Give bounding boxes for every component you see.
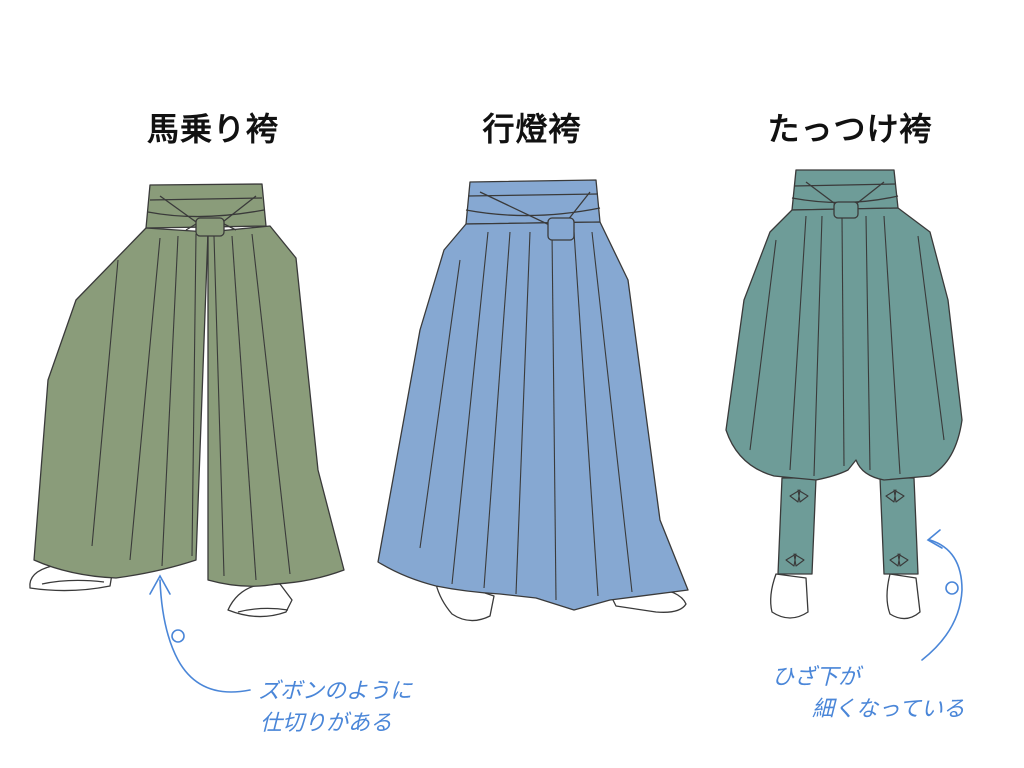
title-andon-hakama: 行燈袴	[482, 110, 582, 148]
annotation-tattsuke-line1: ひざ下が	[772, 665, 861, 690]
annotation-arrow-tattsuke	[921, 529, 963, 661]
annotation-umanori-line1: ズボンのように	[258, 679, 413, 704]
andon-skirt	[377, 221, 689, 611]
umanori-right-leg	[207, 225, 345, 587]
umanori-hakama-illustration	[29, 183, 345, 618]
annotation-umanori: ズボンのように 仕切りがある	[258, 676, 412, 740]
title-tattsuke-hakama: たっつけ袴	[767, 110, 933, 148]
annotation-arrow-umanori	[149, 574, 251, 693]
tattsuke-belt-knot	[833, 201, 859, 219]
tattsuke-upper-body	[725, 207, 963, 481]
tattsuke-left-foot	[770, 573, 809, 619]
tattsuke-hakama-illustration	[725, 169, 963, 620]
annotation-tattsuke-line2: 細くなっている	[812, 697, 965, 722]
title-umanori-hakama: 馬乗り袴	[146, 110, 279, 148]
andon-belt-knot	[547, 217, 575, 241]
andon-hakama-illustration	[377, 179, 689, 622]
umanori-belt-knot	[195, 217, 225, 237]
annotation-tattsuke: ひざ下が 細くなっている	[772, 662, 965, 726]
annotation-umanori-line2: 仕切りがある	[260, 711, 393, 736]
umanori-right-foot	[227, 583, 293, 618]
andon-left-foot	[435, 583, 495, 622]
umanori-left-leg	[33, 227, 209, 579]
tattsuke-right-foot	[886, 573, 921, 620]
